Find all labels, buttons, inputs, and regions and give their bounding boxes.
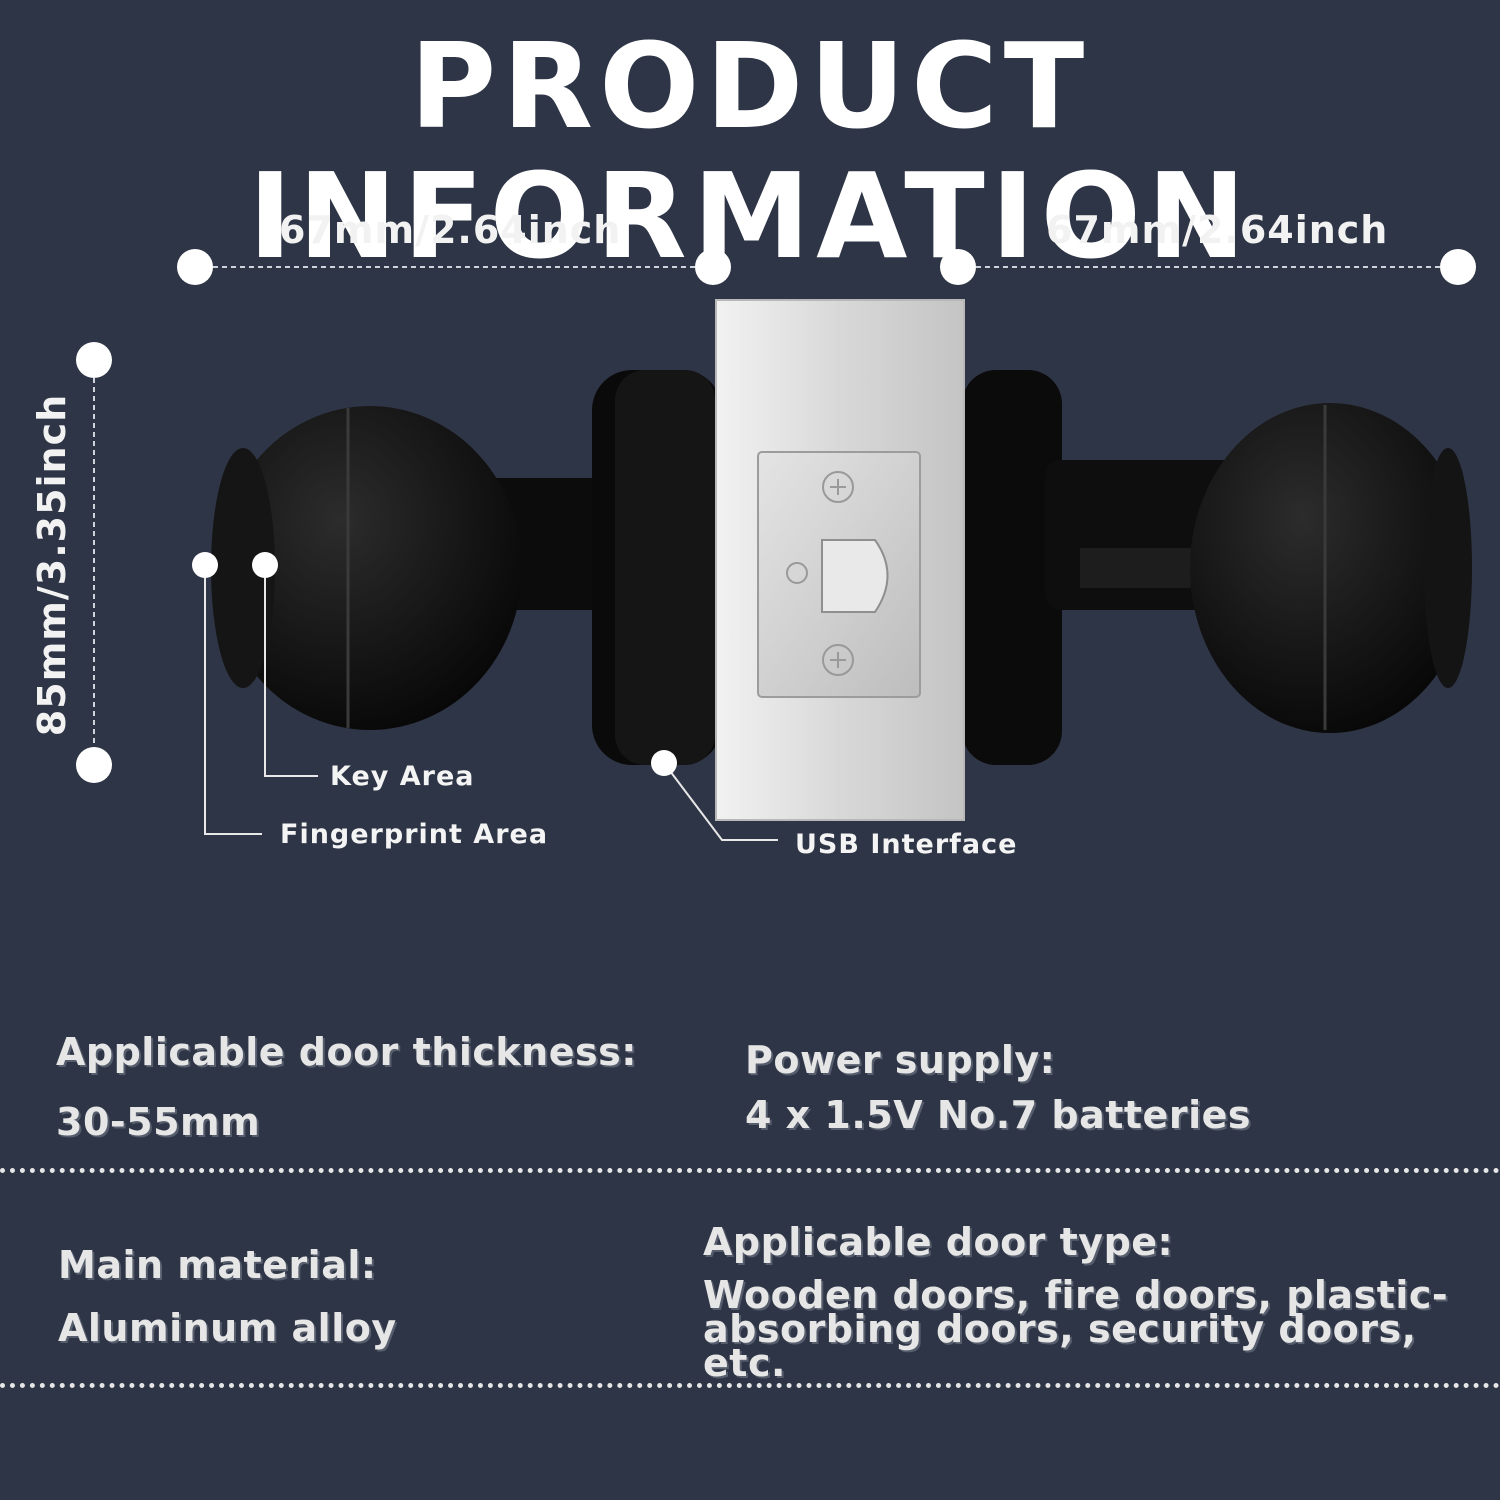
main-material-label: Main material: (58, 1243, 377, 1287)
right-rose (962, 370, 1062, 765)
door-thickness-value: 30-55mm (56, 1100, 261, 1144)
fingerprint-area-label: Fingerprint Area (280, 819, 549, 850)
main-material-value: Aluminum alloy (58, 1306, 397, 1350)
door-type-label: Applicable door type: (703, 1220, 1174, 1264)
right-knob (1045, 403, 1472, 733)
fingerprint-area-leader (192, 552, 262, 835)
power-supply-label: Power supply: (745, 1038, 1056, 1082)
usb-interface-label: USB Interface (795, 829, 1018, 860)
height-label: 85mm/3.35inch (30, 393, 74, 737)
divider-bottom (0, 1383, 1500, 1388)
width-label-right: 67mm/2.64inch (1046, 208, 1389, 252)
divider-top (0, 1168, 1500, 1173)
page-title: PRODUCT INFORMATION (248, 17, 1252, 285)
door-thickness-label: Applicable door thickness: (56, 1030, 637, 1074)
left-rose (592, 370, 722, 765)
door-type-value: Wooden doors, fire doors, plastic-absorb… (703, 1273, 1449, 1385)
power-supply-value: 4 x 1.5V No.7 batteries (745, 1093, 1251, 1137)
width-label-left: 67mm/2.64inch (279, 208, 622, 252)
key-area-label: Key Area (330, 761, 475, 792)
key-area-leader (252, 552, 318, 777)
usb-interface-leader (651, 750, 778, 841)
width-dimension-left (177, 249, 731, 285)
height-dimension (76, 342, 112, 783)
latch-plate (715, 299, 965, 821)
width-dimension-right (940, 249, 1476, 285)
left-knob (211, 406, 610, 730)
